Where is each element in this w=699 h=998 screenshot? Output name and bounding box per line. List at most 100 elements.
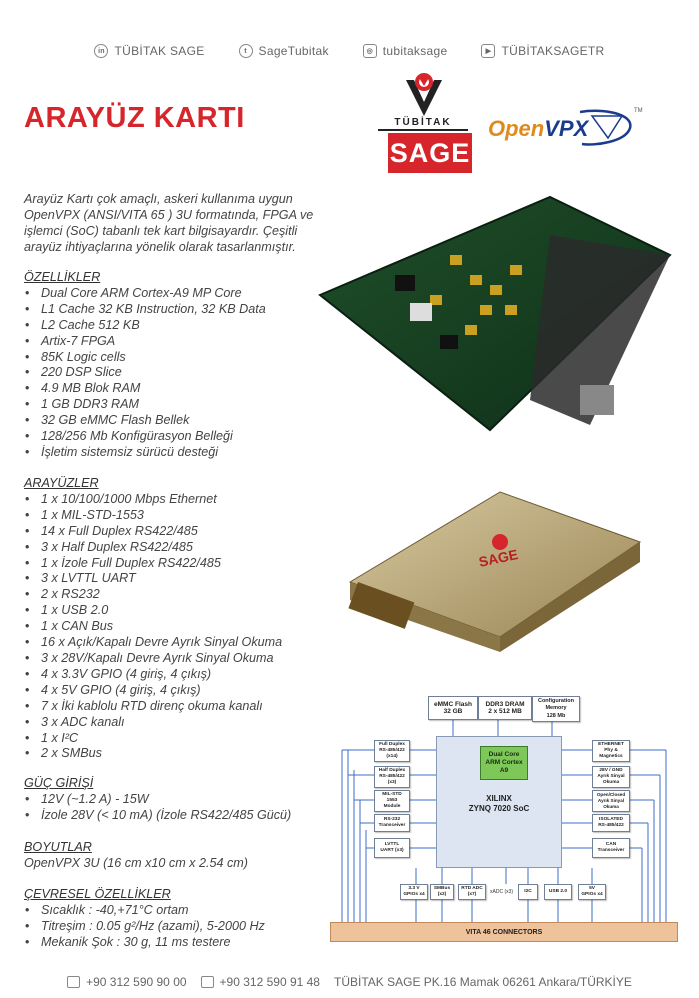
phone-text: +90 312 590 90 00: [86, 975, 187, 989]
list-item: Titreşim : 0.05 g²/Hz (azami), 5-2000 Hz: [24, 919, 265, 935]
rs232-block: RS-232 Transceiver: [374, 814, 410, 832]
list-item: İzole 28V (< 10 mA) (İzole RS422/485 Güc…: [24, 808, 291, 824]
fax-icon: [200, 976, 214, 988]
section-heading: ÖZELLİKLER: [24, 270, 101, 284]
section-heading: ÇEVRESEL ÖZELLİKLER: [24, 887, 171, 901]
section-heading: ARAYÜZLER: [24, 476, 99, 490]
openvpx-wordmark: OpenVPX: [488, 116, 589, 141]
can-block: CAN Transceiver: [592, 838, 630, 858]
phone-icon: [67, 976, 81, 988]
list-item: 2 x RS232: [24, 587, 282, 603]
mil-std-block: MIL-STD 1553 Module: [374, 790, 410, 812]
social-linkedin[interactable]: in TÜBİTAK SAGE: [94, 44, 204, 58]
list-item: 2 x SMBus: [24, 746, 282, 762]
list-item: 16 x Açık/Kapalı Devre Ayrık Sinyal Okum…: [24, 635, 282, 651]
interfaces-section: ARAYÜZLER 1 x 10/100/1000 Mbps Ethernet …: [24, 476, 282, 762]
openvpx-logo: OpenVPX TM: [484, 106, 644, 148]
half-duplex-block: Half Duplex RS-485/422 (x3): [374, 766, 410, 788]
block-diagram: Dual Core ARM Cortex A9 XILINX ZYNQ 7020…: [330, 690, 678, 946]
twitter-icon: t: [238, 44, 253, 58]
footer: +90 312 590 90 00 +90 312 590 91 48 TÜBİ…: [0, 975, 699, 989]
list-item: 3 x Half Duplex RS422/485: [24, 540, 282, 556]
list-item: 4 x 5V GPIO (4 giriş, 4 çıkış): [24, 683, 282, 699]
board-photo: [318, 195, 672, 432]
social-instagram[interactable]: ◎ tubitaksage: [362, 44, 448, 58]
social-label: TÜBİTAK SAGE: [114, 44, 205, 58]
gpio33-block: 3.3 V GPIOs x4: [400, 884, 428, 900]
tubitak-emblem-icon: [406, 73, 442, 116]
social-twitter[interactable]: t SageTubitak: [238, 44, 329, 58]
sage-wordmark: SAGE: [388, 133, 472, 173]
list-item: L1 Cache 32 KB Instruction, 32 KB Data: [24, 302, 266, 318]
isolated-block: ISOLATED RS-485/422: [592, 814, 630, 832]
ethernet-block: ETHERNET Phy & Magnetics: [592, 740, 630, 762]
diagram-connectors: [341, 718, 667, 922]
list-item: Artix-7 FPGA: [24, 334, 266, 350]
full-duplex-block: Full Duplex RS-485/422 (x14): [374, 740, 410, 762]
section-heading: BOYUTLAR: [24, 840, 92, 854]
list-item: Dual Core ARM Cortex-A9 MP Core: [24, 286, 266, 302]
list-item: 128/256 Mb Konfigürasyon Belleği: [24, 429, 266, 445]
intro-paragraph: Arayüz Kartı çok amaçlı, askeri kullanım…: [24, 192, 314, 254]
i2c-block: I2C: [518, 884, 538, 900]
footer-fax: +90 312 590 91 48: [200, 975, 320, 989]
linkedin-icon: in: [94, 44, 109, 58]
dimensions-section: BOYUTLAR OpenVPX 3U (16 cm x10 cm x 2.54…: [24, 840, 248, 872]
list-item: 1 x MIL-STD-1553: [24, 508, 282, 524]
list-item: İşletim sistemsiz sürücü desteği: [24, 445, 266, 461]
power-list: 12V (~1.2 A) - 15W İzole 28V (< 10 mA) (…: [24, 792, 291, 824]
list-item: 85K Logic cells: [24, 350, 266, 366]
tubitak-wordmark: TÜBİTAK: [378, 117, 468, 131]
list-item: 1 x 10/100/1000 Mbps Ethernet: [24, 492, 282, 508]
list-item: 3 x 28V/Kapalı Devre Ayrık Sinyal Okuma: [24, 651, 282, 667]
openvpx-swoosh-icon: [579, 109, 632, 146]
tubitak-sage-logo: TÜBİTAK SAGE: [374, 70, 472, 174]
social-label: SageTubitak: [258, 44, 329, 58]
list-item: Mekanik Şok : 30 g, 11 ms testere: [24, 935, 265, 951]
ddr3-block: DDR3 DRAM 2 x 512 MB: [478, 696, 532, 720]
usb-block: USB 2.0: [544, 884, 572, 900]
section-heading: GÜÇ GİRİŞİ: [24, 776, 94, 790]
config-memory-block: Configuration Memory 128 Mb: [532, 696, 580, 722]
28v-block: 28V / GND Ayrık Sinyal Okuma: [592, 766, 630, 788]
list-item: 4.9 MB Blok RAM: [24, 381, 266, 397]
environment-section: ÇEVRESEL ÖZELLİKLER Sıcaklık : -40,+71°C…: [24, 887, 265, 951]
lvttl-block: LVTTL UART (x3): [374, 838, 410, 858]
features-list: Dual Core ARM Cortex-A9 MP Core L1 Cache…: [24, 286, 266, 461]
list-item: 1 x İzole Full Duplex RS422/485: [24, 556, 282, 572]
smbus-block: SMBus (x2): [430, 884, 454, 900]
social-bar: in TÜBİTAK SAGE t SageTubitak ◎ tubitaksage…: [0, 44, 699, 58]
dimensions-text: OpenVPX 3U (16 cm x10 cm x 2.54 cm): [24, 855, 248, 870]
social-label: tubitaksage: [382, 44, 448, 58]
instagram-icon: ◎: [362, 44, 377, 58]
list-item: L2 Cache 512 KB: [24, 318, 266, 334]
social-youtube[interactable]: ▶ TÜBİTAKSAGETR: [481, 44, 604, 58]
list-item: 7 x İki kablolu RTD direnç okuma kanalı: [24, 699, 282, 715]
fax-text: +90 312 590 91 48: [219, 975, 320, 989]
open-closed-block: Open/Closed Ayrık Sinyal Okuma: [592, 790, 630, 812]
list-item: 1 x CAN Bus: [24, 619, 282, 635]
address-text: TÜBİTAK SAGE PK.16 Mamak 06261 Ankara/TÜ…: [333, 975, 632, 989]
footer-address: TÜBİTAK SAGE PK.16 Mamak 06261 Ankara/TÜ…: [334, 975, 632, 989]
environment-list: Sıcaklık : -40,+71°C ortam Titreşim : 0.…: [24, 903, 265, 951]
list-item: 1 x I²C: [24, 731, 282, 747]
emmc-block: eMMC Flash 32 GB: [428, 696, 478, 720]
zynq-soc-label: XILINX ZYNQ 7020 SoC: [468, 794, 530, 813]
list-item: 3 x LVTTL UART: [24, 571, 282, 587]
gpio5v-block: 5V GPIOs x4: [578, 884, 606, 900]
list-item: Sıcaklık : -40,+71°C ortam: [24, 903, 265, 919]
trademark-mark: TM: [634, 108, 643, 114]
enclosure-photo: SAGE: [348, 491, 642, 652]
interfaces-list: 1 x 10/100/1000 Mbps Ethernet 1 x MIL-ST…: [24, 492, 282, 762]
list-item: 32 GB eMMC Flash Bellek: [24, 413, 266, 429]
list-item: 1 GB DDR3 RAM: [24, 397, 266, 413]
xadc-label: xADC (x3): [490, 889, 514, 895]
list-item: 4 x 3.3V GPIO (4 giriş, 4 çıkış): [24, 667, 282, 683]
features-section: ÖZELLİKLER Dual Core ARM Cortex-A9 MP Co…: [24, 270, 266, 461]
arm-core-block: Dual Core ARM Cortex A9: [480, 746, 528, 780]
youtube-icon: ▶: [481, 44, 496, 58]
list-item: 12V (~1.2 A) - 15W: [24, 792, 291, 808]
vita-connectors-bar: VITA 46 CONNECTORS: [330, 922, 678, 942]
social-label: TÜBİTAKSAGETR: [501, 44, 605, 58]
rtd-adc-block: RTD ADC (x7): [458, 884, 486, 900]
